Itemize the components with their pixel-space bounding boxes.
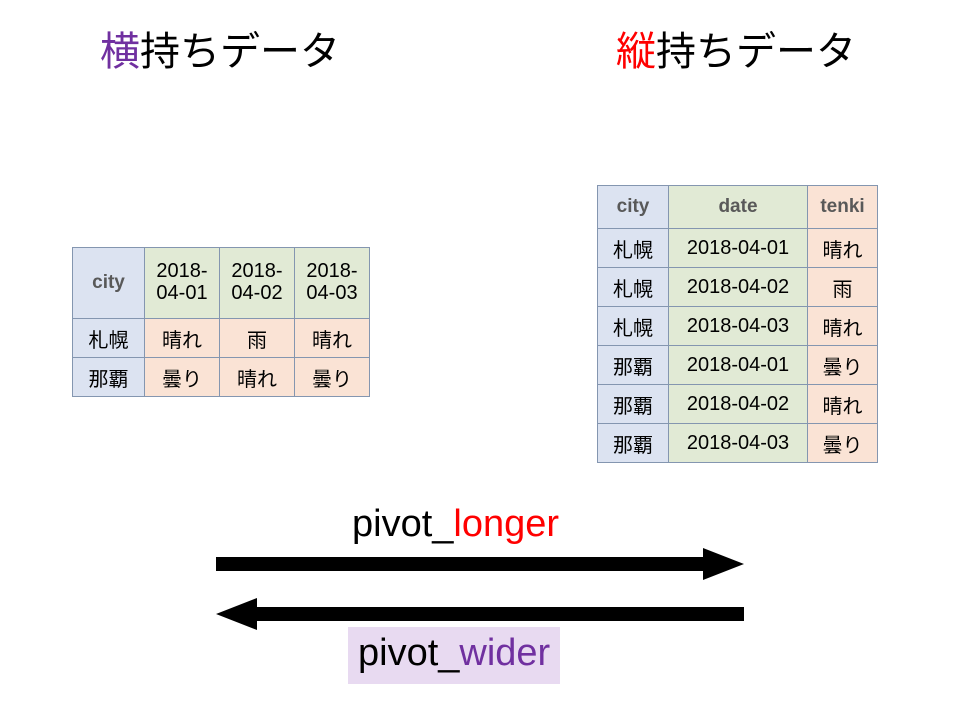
page-title-long-rest: 持ちデータ xyxy=(656,30,856,74)
pivot-wider-arrow xyxy=(216,598,744,630)
long-cell-date-2: 2018-04-03 xyxy=(668,306,808,346)
wide-header-date-3: 2018- 04-03 xyxy=(294,247,370,319)
page-title-wide-rest: 持ちデータ xyxy=(140,30,340,74)
pivot-longer-label: pivot_longer xyxy=(352,503,559,547)
wide-header-date-2-line1: 2018- xyxy=(231,260,283,283)
wide-header-date-1-line1: 2018- xyxy=(156,260,208,283)
long-cell-date-0: 2018-04-01 xyxy=(668,228,808,268)
long-header-tenki: tenki xyxy=(807,185,878,229)
table-row: 札幌 2018-04-01 晴れ xyxy=(597,228,878,268)
long-cell-tenki-4: 晴れ xyxy=(807,384,878,424)
long-cell-date-3: 2018-04-01 xyxy=(668,345,808,385)
table-row: 札幌 2018-04-03 晴れ xyxy=(597,306,878,346)
wide-header-date-3-line2: 04-03 xyxy=(306,282,358,304)
wide-cell-city-0: 札幌 xyxy=(72,318,145,358)
wide-cell-value-1-0: 曇り xyxy=(144,357,220,397)
wide-cell-value-0-0: 晴れ xyxy=(144,318,220,358)
pivot-wider-label: pivot_wider xyxy=(348,627,561,684)
table-row: 札幌 2018-04-02 雨 xyxy=(597,267,878,307)
long-cell-tenki-1: 雨 xyxy=(807,267,878,307)
long-header-date: date xyxy=(668,185,808,229)
table-header-row: city 2018- 04-01 2018- 04-02 2018- 04-03 xyxy=(72,247,370,319)
long-cell-date-4: 2018-04-02 xyxy=(668,384,808,424)
table-header-row: city date tenki xyxy=(597,185,878,229)
table-row: 那覇 2018-04-02 晴れ xyxy=(597,384,878,424)
arrow-left-icon xyxy=(216,598,744,630)
wide-header-date-3-line1: 2018- xyxy=(306,260,358,283)
page-title-wide: 横持ちデータ xyxy=(100,32,340,72)
wide-cell-city-1: 那覇 xyxy=(72,357,145,397)
long-format-table: city date tenki 札幌 2018-04-01 晴れ 札幌 2018… xyxy=(597,185,878,463)
long-cell-tenki-5: 曇り xyxy=(807,423,878,463)
long-cell-city-0: 札幌 xyxy=(597,228,669,268)
wide-header-city: city xyxy=(72,247,145,319)
page-title-long: 縦持ちデータ xyxy=(616,32,856,72)
table-row: 札幌 晴れ 雨 晴れ xyxy=(72,318,370,358)
long-cell-city-3: 那覇 xyxy=(597,345,669,385)
wide-header-date-2-line2: 04-02 xyxy=(231,282,283,304)
page-title-long-accent: 縦 xyxy=(616,30,656,74)
arrow-right-icon xyxy=(216,548,744,580)
long-cell-date-5: 2018-04-03 xyxy=(668,423,808,463)
page-title-wide-accent: 横 xyxy=(100,30,140,74)
long-cell-tenki-0: 晴れ xyxy=(807,228,878,268)
pivot-longer-prefix: pivot_ xyxy=(352,503,454,545)
long-cell-tenki-3: 曇り xyxy=(807,345,878,385)
long-cell-tenki-2: 晴れ xyxy=(807,306,878,346)
long-cell-city-4: 那覇 xyxy=(597,384,669,424)
pivot-longer-accent: longer xyxy=(453,503,560,545)
long-header-city: city xyxy=(597,185,669,229)
wide-cell-value-1-2: 曇り xyxy=(294,357,370,397)
wide-header-date-1: 2018- 04-01 xyxy=(144,247,220,319)
wide-cell-value-0-2: 晴れ xyxy=(294,318,370,358)
long-cell-date-1: 2018-04-02 xyxy=(668,267,808,307)
wide-cell-value-0-1: 雨 xyxy=(219,318,295,358)
wide-cell-value-1-1: 晴れ xyxy=(219,357,295,397)
wide-header-date-1-line2: 04-01 xyxy=(156,282,208,304)
long-cell-city-5: 那覇 xyxy=(597,423,669,463)
table-row: 那覇 2018-04-01 曇り xyxy=(597,345,878,385)
table-row: 那覇 2018-04-03 曇り xyxy=(597,423,878,463)
wide-format-table: city 2018- 04-01 2018- 04-02 2018- 04-03… xyxy=(72,247,370,397)
table-row: 那覇 曇り 晴れ 曇り xyxy=(72,357,370,397)
pivot-longer-arrow xyxy=(216,548,744,580)
pivot-wider-prefix: pivot_ xyxy=(358,632,460,674)
pivot-wider-accent: wider xyxy=(459,632,551,674)
long-cell-city-2: 札幌 xyxy=(597,306,669,346)
wide-header-date-2: 2018- 04-02 xyxy=(219,247,295,319)
long-cell-city-1: 札幌 xyxy=(597,267,669,307)
